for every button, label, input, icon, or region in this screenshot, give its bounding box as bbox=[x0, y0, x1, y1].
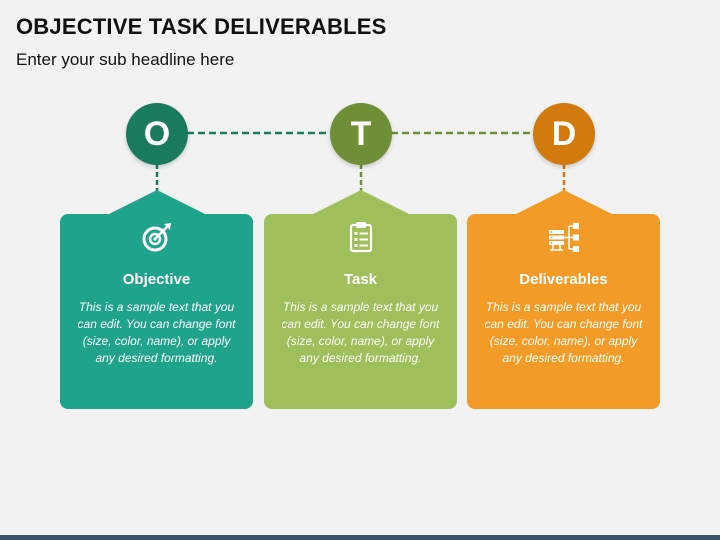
card-title: Task bbox=[343, 271, 378, 288]
clipboard-checklist-icon bbox=[349, 222, 372, 253]
bottom-bar bbox=[0, 535, 720, 540]
card-task: Task This is a sample text that you can … bbox=[264, 190, 457, 409]
card-text: This is a sample text that you can edit.… bbox=[281, 300, 440, 365]
server-network-icon bbox=[548, 223, 579, 252]
card-deliverables: Deliverables This is a sample text that … bbox=[467, 190, 660, 409]
card-notch bbox=[515, 190, 612, 214]
target-icon bbox=[142, 223, 171, 252]
circle-letter: O bbox=[143, 115, 171, 153]
circle-deliverables: D bbox=[533, 103, 595, 165]
page-subtitle: Enter your sub headline here bbox=[16, 50, 235, 69]
card-notch bbox=[108, 190, 205, 214]
circle-task: T bbox=[330, 103, 392, 165]
card-title: Objective bbox=[122, 271, 191, 288]
circle-letter: T bbox=[350, 115, 372, 153]
circle-letter: D bbox=[551, 115, 577, 153]
card-text: This is a sample text that you can edit.… bbox=[484, 300, 643, 365]
card-title: Deliverables bbox=[519, 271, 608, 288]
circle-objective: O bbox=[126, 103, 188, 165]
card-notch bbox=[312, 190, 409, 214]
page-title: OBJECTIVE TASK DELIVERABLES bbox=[16, 14, 387, 39]
card-objective: Objective This is a sample text that you… bbox=[60, 190, 253, 409]
card-text: This is a sample text that you can edit.… bbox=[77, 300, 236, 365]
